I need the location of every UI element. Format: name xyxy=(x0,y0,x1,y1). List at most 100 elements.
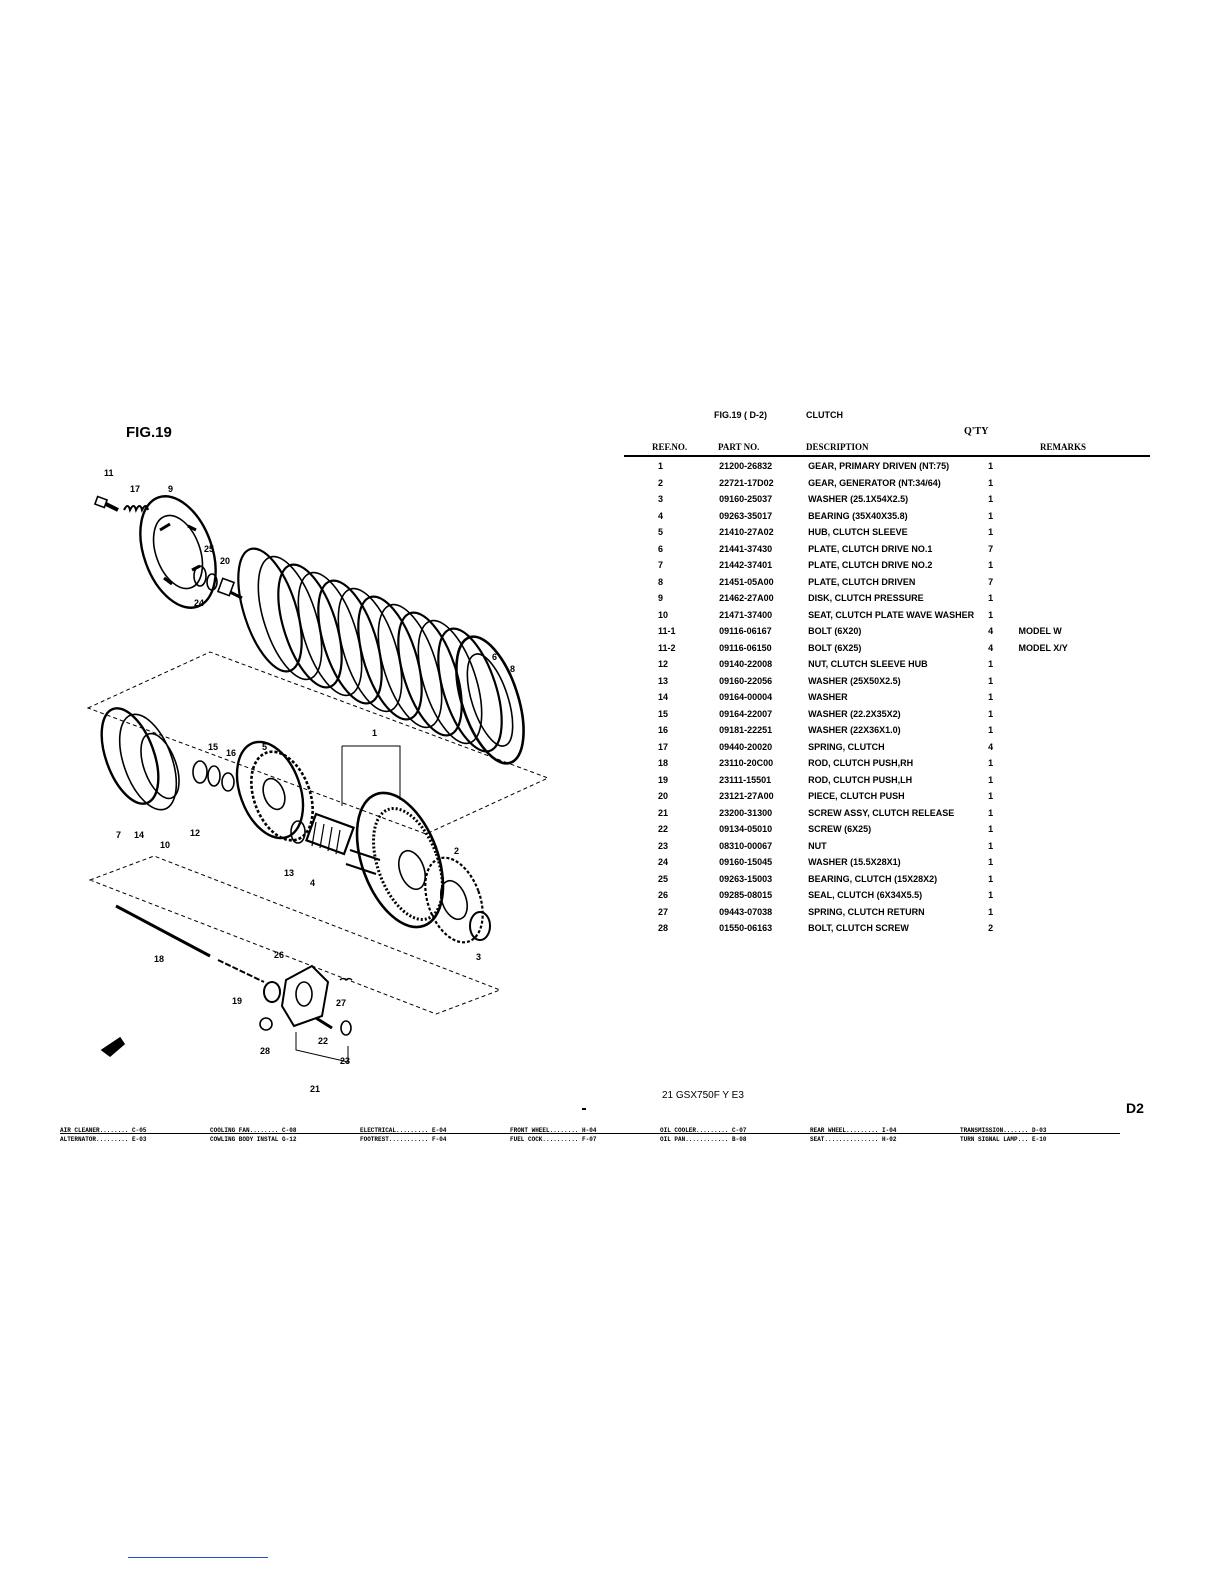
remarks-cell xyxy=(1018,904,1150,921)
description-cell: BEARING, CLUTCH (15X28X2) xyxy=(808,873,938,884)
remarks-cell xyxy=(1018,458,1150,475)
description-cell: PLATE, CLUTCH DRIVE NO.2 xyxy=(808,560,933,571)
index-entry: TRANSMISSION....... D-03 xyxy=(960,1127,1047,1134)
description-cell: ROD, CLUTCH PUSH,LH xyxy=(808,774,913,785)
ref-cell: 1 xyxy=(658,461,664,472)
index-divider xyxy=(60,1133,1120,1134)
qty-cell: 1 xyxy=(988,527,994,538)
remarks-cell: MODEL W xyxy=(1018,626,1062,637)
callout-label: 11 xyxy=(104,468,114,478)
description-cell: SPRING, CLUTCH xyxy=(808,741,885,752)
ref-cell: 19 xyxy=(658,774,669,785)
qty-cell: 1 xyxy=(988,774,994,785)
section-title: CLUTCH xyxy=(806,410,843,420)
part-number-cell: 23111-15501 xyxy=(719,774,772,785)
part-number-cell: 09443-07038 xyxy=(719,906,773,917)
column-header-remarks: REMARKS xyxy=(1040,442,1087,452)
qty-cell: 1 xyxy=(988,675,994,686)
remarks-cell xyxy=(1018,920,1150,937)
callout-label: 27 xyxy=(336,998,346,1008)
callout-label: 23 xyxy=(340,1056,350,1066)
part-number-cell: 23121-27A00 xyxy=(719,791,774,802)
remarks-cell xyxy=(1018,772,1150,789)
bolt-part xyxy=(93,495,119,512)
remarks-cell: MODEL X/Y xyxy=(1018,642,1068,653)
remarks-cell xyxy=(1018,854,1150,871)
remarks-cell xyxy=(1018,821,1150,838)
callout-label: 14 xyxy=(134,830,144,840)
part-number-cell: 09160-25037 xyxy=(719,494,773,505)
index-entry: AIR CLEANER........ C-05 xyxy=(60,1127,147,1134)
callout-label: 15 xyxy=(208,742,218,752)
description-cell: WASHER (22.2X35X2) xyxy=(808,708,901,719)
qty-cell: 1 xyxy=(988,461,994,472)
part-number-cell: 21410-27A02 xyxy=(719,527,774,538)
remarks-cell xyxy=(1018,607,1150,624)
spring-part xyxy=(123,505,149,513)
qty-cell: 1 xyxy=(988,510,994,521)
index-entry: OIL PAN............ B-08 xyxy=(660,1136,747,1143)
callout-label: 26 xyxy=(274,950,284,960)
figure-reference: FIG.19 ( D-2) xyxy=(714,410,768,420)
ref-cell: 8 xyxy=(658,576,664,587)
description-cell: WASHER (22X36X1.0) xyxy=(808,725,901,736)
part-number-cell: 23200-31300 xyxy=(719,807,773,818)
description-cell: WASHER (25.1X54X2.5) xyxy=(808,494,909,505)
part-number-cell: 22721-17D02 xyxy=(719,477,774,488)
callout-label: 12 xyxy=(190,828,200,838)
description-cell: PIECE, CLUTCH PUSH xyxy=(808,791,905,802)
pressure-disk-part xyxy=(139,495,217,609)
primary-driven-gear-part xyxy=(345,791,445,929)
description-cell: ROD, CLUTCH PUSH,RH xyxy=(808,758,914,769)
index-entry: REAR WHEEL......... I-04 xyxy=(810,1127,897,1134)
qty-cell: 4 xyxy=(988,741,994,752)
part-number-cell: 21462-27A00 xyxy=(719,593,774,604)
description-cell: PLATE, CLUTCH DRIVEN xyxy=(808,576,916,587)
sleeve-hub-nut-part xyxy=(192,760,235,792)
needle-bearing-part xyxy=(305,812,355,856)
page-mark xyxy=(582,1108,586,1110)
remarks-cell xyxy=(1018,871,1150,888)
index-entry: ELECTRICAL......... E-04 xyxy=(360,1127,447,1134)
part-number-cell: 09164-22007 xyxy=(719,708,773,719)
index-entry: FRONT WHEEL........ H-04 xyxy=(510,1127,597,1134)
remarks-cell xyxy=(1018,574,1150,591)
qty-cell: 1 xyxy=(988,659,994,670)
clutch-exploded-diagram: 1117925202468151651714101213423182619272… xyxy=(86,468,550,1094)
qty-cell: 1 xyxy=(988,494,994,505)
page-code: D2 xyxy=(1126,1100,1144,1116)
header-divider xyxy=(624,455,1150,457)
part-number-cell: 21441-37430 xyxy=(719,543,773,554)
qty-cell: 1 xyxy=(988,725,994,736)
callout-label: 5 xyxy=(262,742,267,752)
part-number-cell: 21471-37400 xyxy=(719,609,773,620)
description-cell: WASHER xyxy=(808,692,848,703)
ref-cell: 25 xyxy=(658,873,669,884)
callout-label: 6 xyxy=(492,652,497,662)
callout-label: 20 xyxy=(220,556,230,566)
ref-cell: 9 xyxy=(658,593,664,604)
ref-cell: 16 xyxy=(658,725,669,736)
index-entry: FOOTREST........... F-04 xyxy=(360,1136,447,1143)
remarks-cell xyxy=(1018,788,1150,805)
ref-cell: 4 xyxy=(658,510,664,521)
qty-heading: Q'TY xyxy=(964,426,989,437)
ref-cell: 20 xyxy=(658,791,669,802)
qty-cell: 1 xyxy=(988,708,994,719)
ref-cell: 28 xyxy=(658,923,669,934)
column-header-description: DESCRIPTION xyxy=(806,442,869,452)
ref-cell: 7 xyxy=(658,560,664,571)
part-number-cell: 09160-15045 xyxy=(719,857,773,868)
description-cell: HUB, CLUTCH SLEEVE xyxy=(808,527,908,538)
ref-cell: 13 xyxy=(658,675,669,686)
ref-cell: 23 xyxy=(658,840,669,851)
remarks-cell xyxy=(1018,722,1150,739)
callout-label: 19 xyxy=(232,996,242,1006)
